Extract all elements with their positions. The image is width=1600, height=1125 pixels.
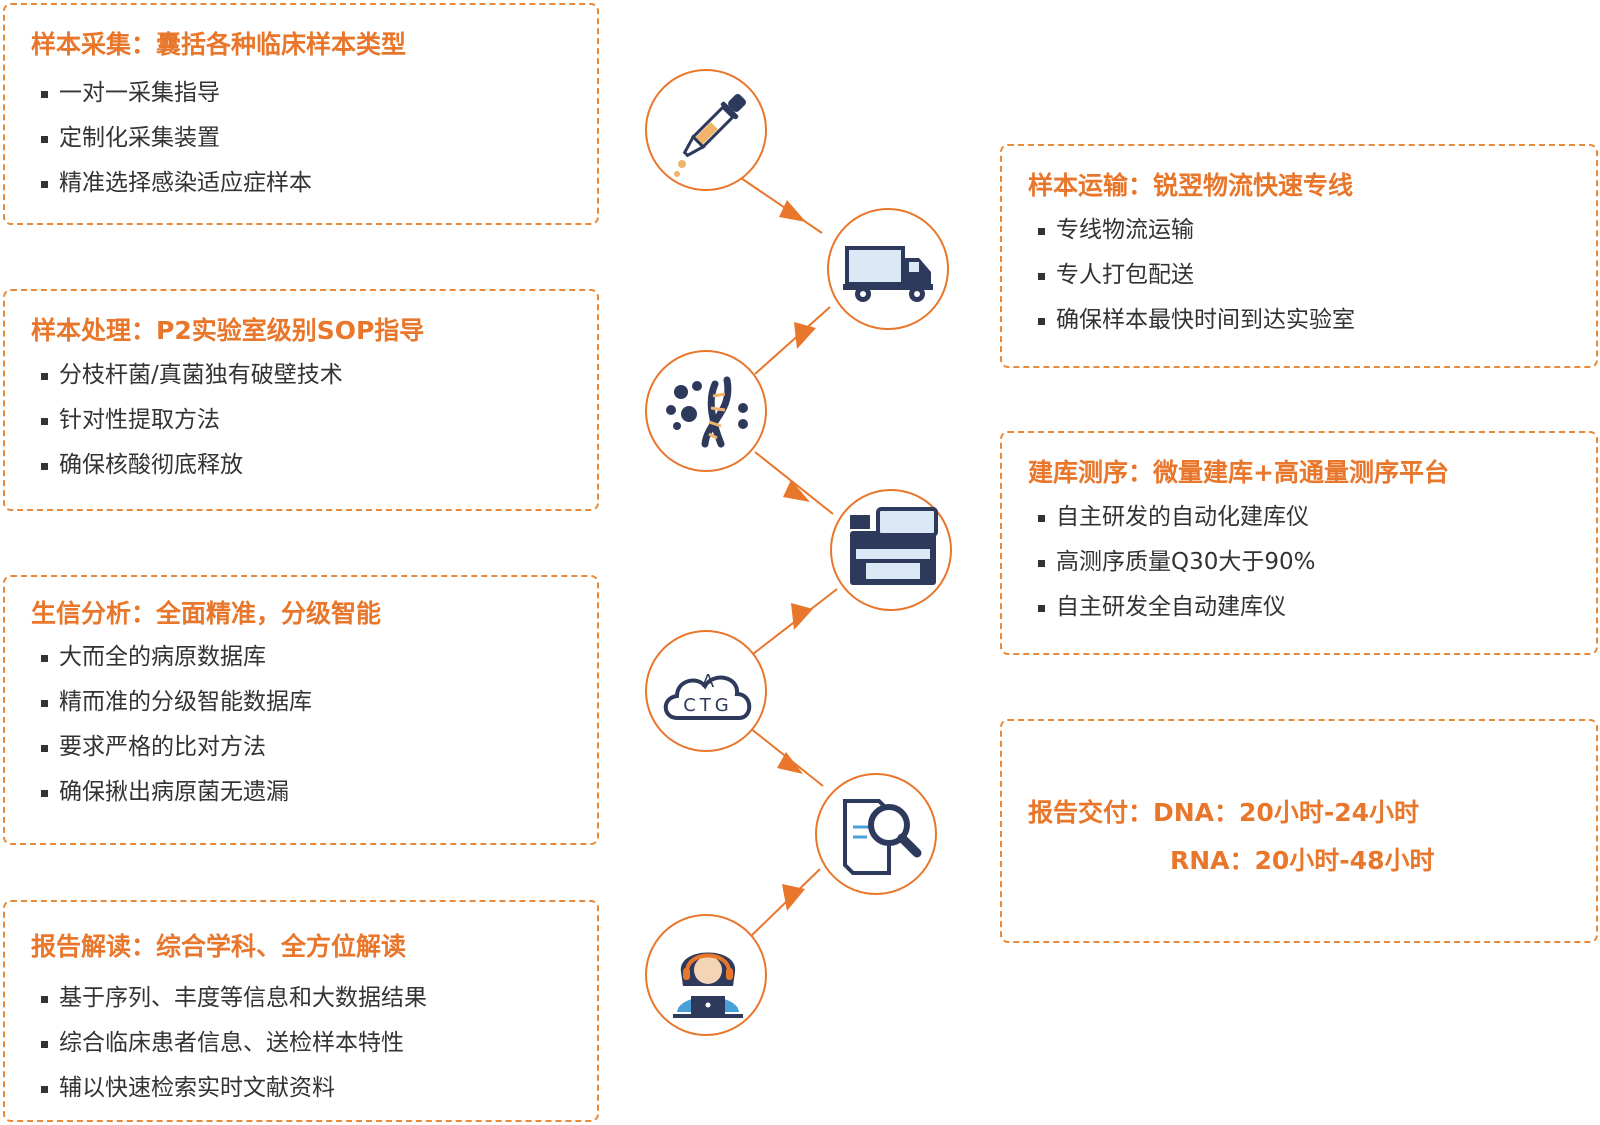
- arrow-6: [782, 884, 805, 911]
- card-title: 报告解读：综合学科、全方位解读: [31, 932, 407, 961]
- truck-icon: [843, 246, 933, 302]
- node-report-delivery: [815, 773, 937, 895]
- ctg-bottom-letters: CTG: [683, 695, 733, 716]
- support-agent-icon: [673, 952, 743, 1018]
- list-item: 综合临床患者信息、送检样本特性: [41, 1021, 427, 1066]
- node-bioinformatics: A CTG: [645, 630, 767, 752]
- card-report-interpretation: 报告解读：综合学科、全方位解读 基于序列、丰度等信息和大数据结果 综合临床患者信…: [3, 900, 599, 1122]
- list-item: 确保揪出病原菌无遗漏: [41, 770, 312, 815]
- node-sample-transport: [827, 208, 949, 330]
- list-item: 要求严格的比对方法: [41, 725, 312, 770]
- arrow-3: [783, 480, 810, 502]
- list-item: 大而全的病原数据库: [41, 635, 312, 680]
- report-delivery-rna: RNA：20小时-48小时: [1170, 846, 1435, 875]
- card-title: 样本采集：囊括各种临床样本类型: [31, 30, 407, 59]
- card-list: 基于序列、丰度等信息和大数据结果 综合临床患者信息、送检样本特性 辅以快速检索实…: [41, 976, 427, 1111]
- ctg-cloud-icon: A CTG: [663, 671, 752, 720]
- list-item: 确保样本最快时间到达实验室: [1038, 298, 1355, 343]
- card-title: 样本运输：锐翌物流快速专线: [1028, 171, 1354, 200]
- report-delivery-dna: 报告交付：DNA：20小时-24小时: [1028, 798, 1419, 827]
- list-item: 精而准的分级智能数据库: [41, 680, 312, 725]
- dna-icon: [666, 376, 748, 448]
- card-list: 一对一采集指导 定制化采集装置 精准选择感染适应症样本: [41, 71, 312, 206]
- card-list: 专线物流运输 专人打包配送 确保样本最快时间到达实验室: [1038, 208, 1355, 343]
- card-sample-transport: 样本运输：锐翌物流快速专线 专线物流运输 专人打包配送 确保样本最快时间到达实验…: [1000, 144, 1598, 368]
- list-item: 针对性提取方法: [41, 398, 343, 443]
- list-item: 确保核酸彻底释放: [41, 443, 343, 488]
- card-report-delivery: 报告交付：DNA：20小时-24小时 RNA：20小时-48小时: [1000, 719, 1598, 943]
- list-item: 专人打包配送: [1038, 253, 1355, 298]
- card-sample-processing: 样本处理：P2实验室级别SOP指导 分枝杆菌/真菌独有破壁技术 针对性提取方法 …: [3, 289, 599, 511]
- list-item: 定制化采集装置: [41, 116, 312, 161]
- document-search-icon: [843, 799, 922, 875]
- card-bioinformatics: 生信分析：全面精准，分级智能 大而全的病原数据库 精而准的分级智能数据库 要求严…: [3, 575, 599, 845]
- node-library-sequencing: [830, 489, 952, 611]
- arrow-5: [777, 752, 803, 774]
- node-sample-collection: [645, 69, 767, 191]
- list-item: 辅以快速检索实时文献资料: [41, 1066, 427, 1111]
- pipette-icon: [674, 94, 746, 177]
- list-item: 一对一采集指导: [41, 71, 312, 116]
- sequencer-icon: [850, 507, 938, 585]
- ctg-top-letter: A: [702, 671, 715, 692]
- node-report-interpretation: [645, 914, 767, 1036]
- card-list: 大而全的病原数据库 精而准的分级智能数据库 要求严格的比对方法 确保揪出病原菌无…: [41, 635, 312, 815]
- arrow-1: [779, 200, 806, 222]
- card-list: 分枝杆菌/真菌独有破壁技术 针对性提取方法 确保核酸彻底释放: [41, 353, 343, 488]
- card-title: 样本处理：P2实验室级别SOP指导: [31, 316, 425, 345]
- card-list: 自主研发的自动化建库仪 高测序质量Q30大于90% 自主研发全自动建库仪: [1038, 495, 1316, 630]
- card-library-sequencing: 建库测序：微量建库+高通量测序平台 自主研发的自动化建库仪 高测序质量Q30大于…: [1000, 431, 1598, 655]
- list-item: 专线物流运输: [1038, 208, 1355, 253]
- arrow-2: [794, 322, 816, 349]
- list-item: 高测序质量Q30大于90%: [1038, 540, 1316, 585]
- arrow-4: [791, 603, 813, 630]
- list-item: 自主研发的自动化建库仪: [1038, 495, 1316, 540]
- list-item: 基于序列、丰度等信息和大数据结果: [41, 976, 427, 1021]
- list-item: 自主研发全自动建库仪: [1038, 585, 1316, 630]
- card-title: 生信分析：全面精准，分级智能: [31, 599, 382, 628]
- card-title: 建库测序：微量建库+高通量测序平台: [1028, 458, 1449, 487]
- list-item: 精准选择感染适应症样本: [41, 161, 312, 206]
- list-item: 分枝杆菌/真菌独有破壁技术: [41, 353, 343, 398]
- node-sample-processing: [645, 350, 767, 472]
- card-sample-collection: 样本采集：囊括各种临床样本类型 一对一采集指导 定制化采集装置 精准选择感染适应…: [3, 3, 599, 225]
